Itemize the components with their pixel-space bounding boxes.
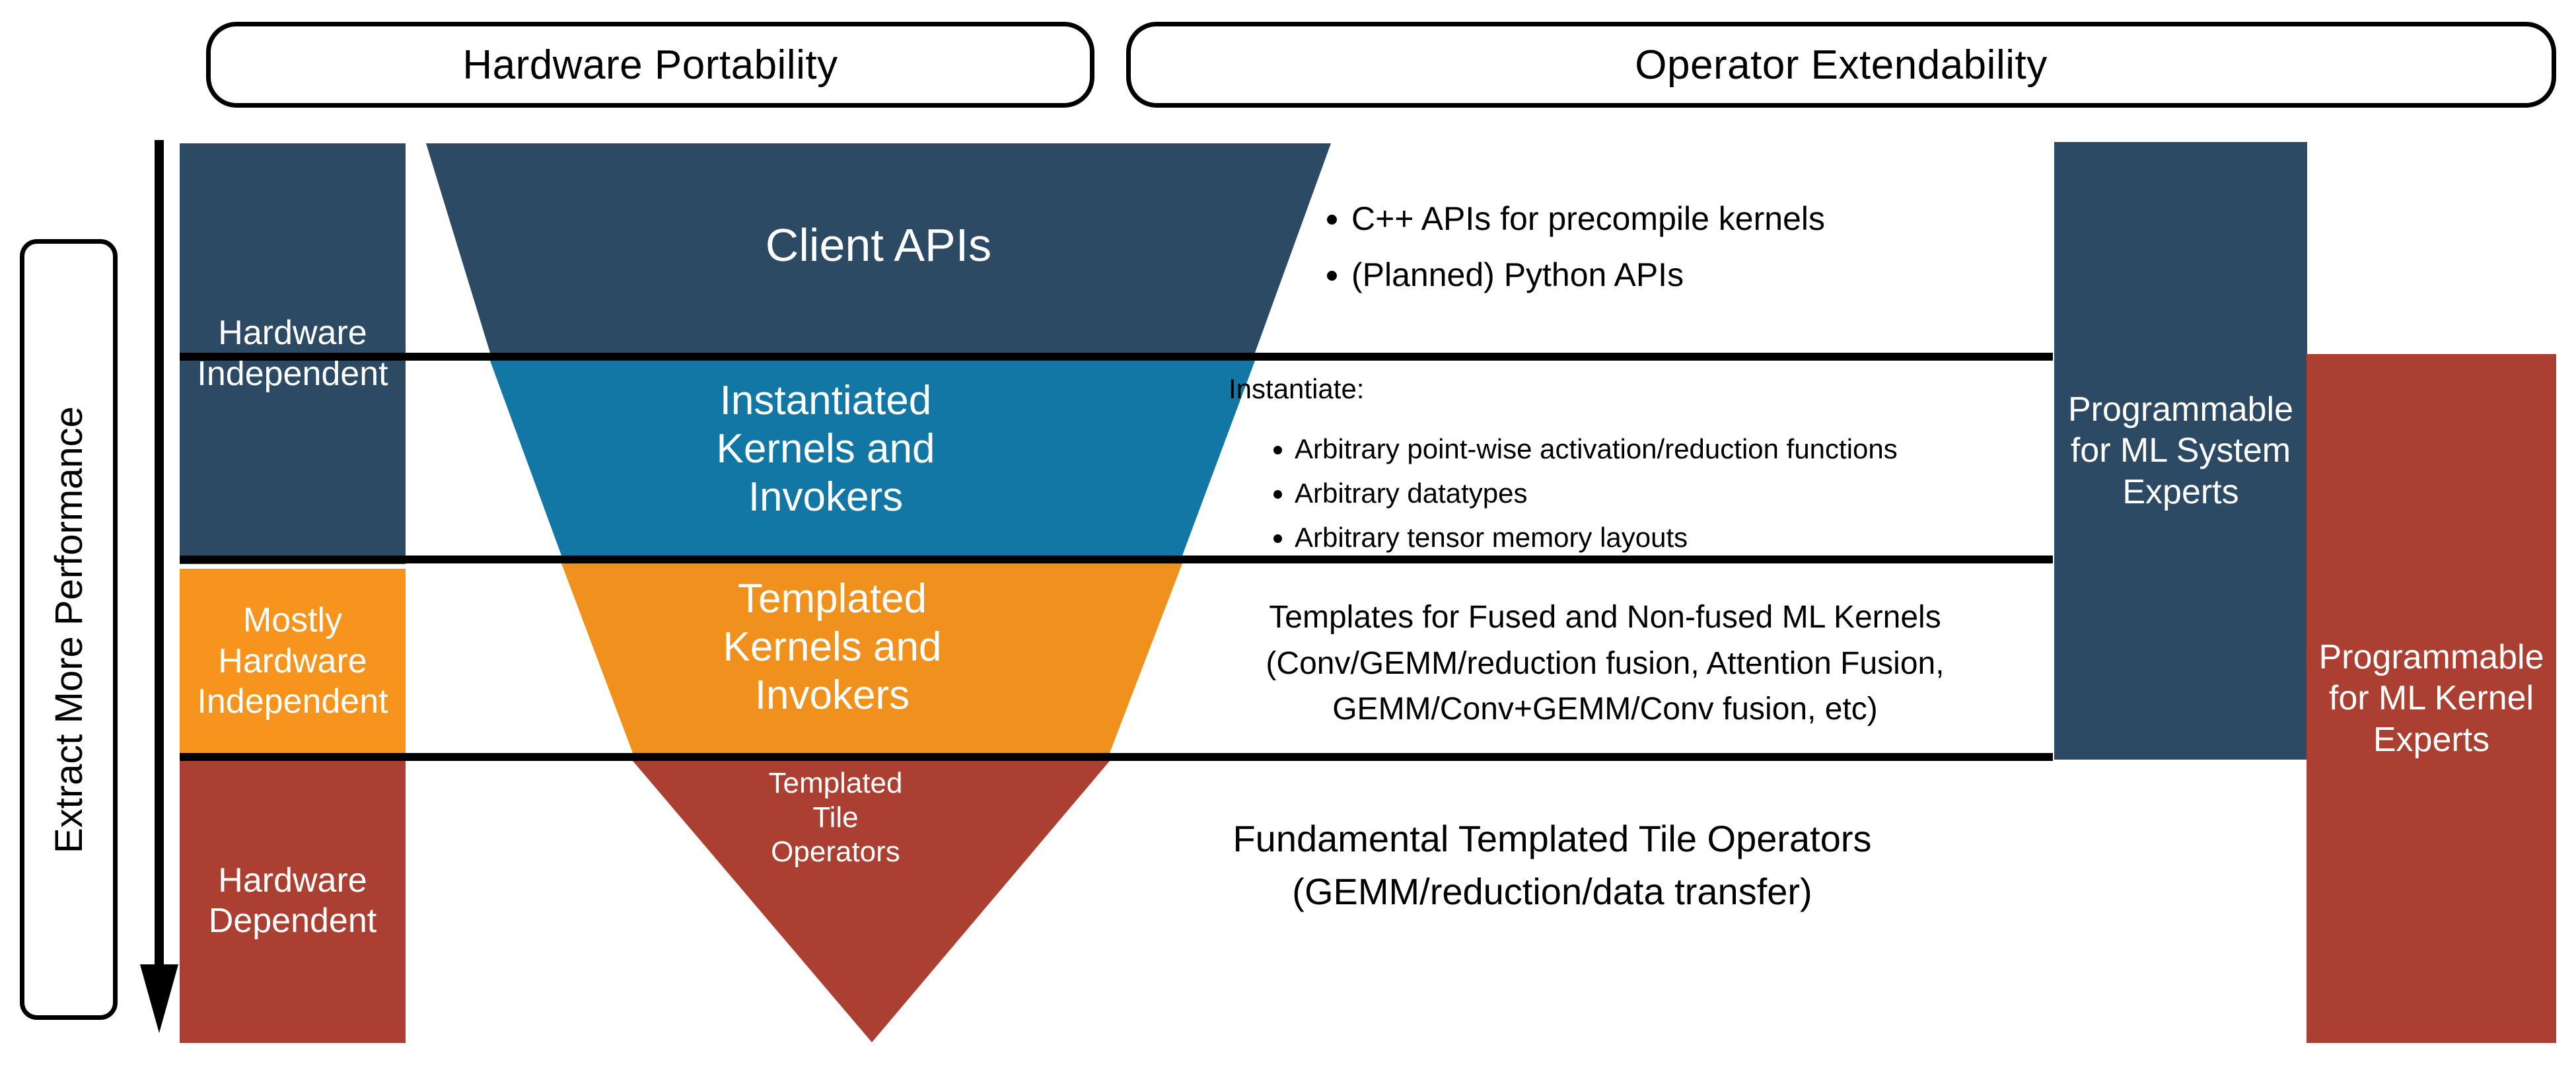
description-instantiated-list: Arbitrary point-wise activation/reductio… xyxy=(1229,430,2041,556)
funnel-label-client-apis: Client APIs xyxy=(765,219,992,271)
list-item: Arbitrary tensor memory layouts xyxy=(1295,519,2041,556)
list-item: Arbitrary datatypes xyxy=(1295,474,2041,512)
divider-line-3 xyxy=(180,753,2053,761)
description-templated-line: GEMM/Conv+GEMM/Conv fusion, etc) xyxy=(1332,692,1878,727)
description-fundamental-tile-operators: Fundamental Templated Tile Operators (GE… xyxy=(1123,812,1982,917)
performance-axis-text: Extract More Performance xyxy=(47,406,90,853)
description-fundamental-line: Fundamental Templated Tile Operators xyxy=(1233,818,1872,859)
list-item: (Planned) Python APIs xyxy=(1351,252,2041,299)
description-templated-kernels: Templates for Fused and Non-fused ML Ker… xyxy=(1169,594,2041,733)
down-arrow-icon xyxy=(140,140,178,1033)
description-client-apis: C++ APIs for precompile kernels (Planned… xyxy=(1314,196,2041,308)
description-instantiated-lead: Instantiate: xyxy=(1229,373,1365,404)
header-operator-extendability-label: Operator Extendability xyxy=(1635,42,2048,88)
description-instantiated-kernels: Instantiate: Arbitrary point-wise activa… xyxy=(1229,370,2041,563)
divider-line-1 xyxy=(180,353,2053,361)
header-operator-extendability: Operator Extendability xyxy=(1126,22,2556,108)
list-item: C++ APIs for precompile kernels xyxy=(1351,196,2041,242)
description-templated-line: (Conv/GEMM/reduction fusion, Attention F… xyxy=(1266,645,1945,681)
description-client-apis-list: C++ APIs for precompile kernels (Planned… xyxy=(1314,196,2041,299)
description-fundamental-line: (GEMM/reduction/data transfer) xyxy=(1292,870,1812,912)
divider-line-2 xyxy=(180,556,2053,563)
header-hardware-portability-label: Hardware Portability xyxy=(462,42,838,88)
performance-axis-label: Extract More Performance xyxy=(20,239,118,1020)
header-hardware-portability: Hardware Portability xyxy=(206,22,1094,108)
description-templated-line: Templates for Fused and Non-fused ML Ker… xyxy=(1269,600,1941,635)
list-item: Arbitrary point-wise activation/reductio… xyxy=(1295,430,2041,468)
